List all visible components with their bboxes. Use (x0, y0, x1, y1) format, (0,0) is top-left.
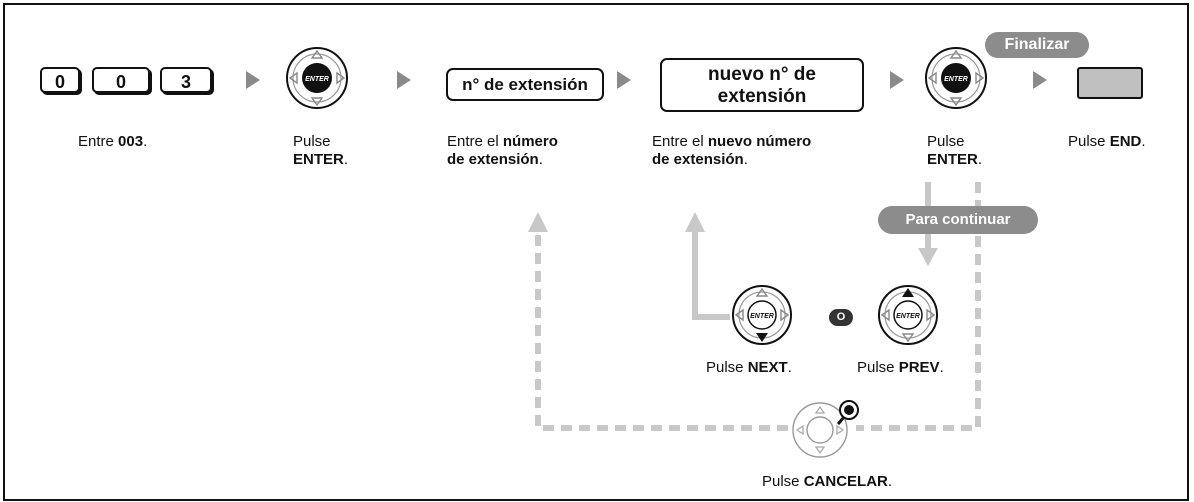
enter-label: ENTER (305, 76, 329, 83)
key-0-second[interactable]: 0 (92, 67, 150, 93)
new-extension-number-box[interactable]: nuevo n° de extensión (660, 58, 864, 112)
finalizar-badge: Finalizar (985, 32, 1089, 58)
caption-next: Pulse NEXT. (706, 359, 792, 376)
para-continuar-badge: Para continuar (878, 206, 1038, 234)
flow-arrow-2-icon (397, 71, 411, 89)
next-loop-line (692, 230, 730, 320)
continue-down-arrow-icon (918, 248, 938, 266)
cancel-loop-right-line (856, 182, 981, 431)
cancel-navigator-icon[interactable] (788, 398, 860, 460)
key-3[interactable]: 3 (160, 67, 212, 93)
new-extension-line2: extensión (717, 86, 807, 107)
key-0-first[interactable]: 0 (40, 67, 80, 93)
extension-number-box[interactable]: n° de extensión (446, 68, 604, 101)
next-enter-label: ENTER (750, 313, 774, 320)
prev-enter-label: ENTER (896, 313, 920, 320)
flow-arrow-4-icon (890, 71, 904, 89)
enter-navigator-2-icon[interactable]: ENTER (923, 45, 989, 111)
caption-step6: Pulse END. (1068, 133, 1146, 150)
caption-prev: Pulse PREV. (857, 359, 944, 376)
diagram-frame (3, 3, 1189, 501)
caption-step1: Entre 003. (78, 133, 148, 150)
prev-navigator-icon[interactable]: ENTER (876, 283, 940, 347)
next-navigator-icon[interactable]: ENTER (730, 283, 794, 347)
flow-arrow-5-icon (1033, 71, 1047, 89)
caption-cancel: Pulse CANCELAR. (762, 473, 893, 490)
new-extension-line1: nuevo n° de (708, 64, 816, 85)
or-badge: O (829, 309, 853, 326)
end-key[interactable] (1077, 67, 1143, 99)
enter-label-2: ENTER (944, 76, 968, 83)
enter-navigator-icon[interactable]: ENTER (284, 45, 350, 111)
cancel-return-arrow-icon (528, 212, 548, 232)
cancel-loop-left-line (535, 230, 788, 431)
next-return-arrow-icon (685, 212, 705, 232)
flow-arrow-3-icon (617, 71, 631, 89)
flow-arrow-1-icon (246, 71, 260, 89)
